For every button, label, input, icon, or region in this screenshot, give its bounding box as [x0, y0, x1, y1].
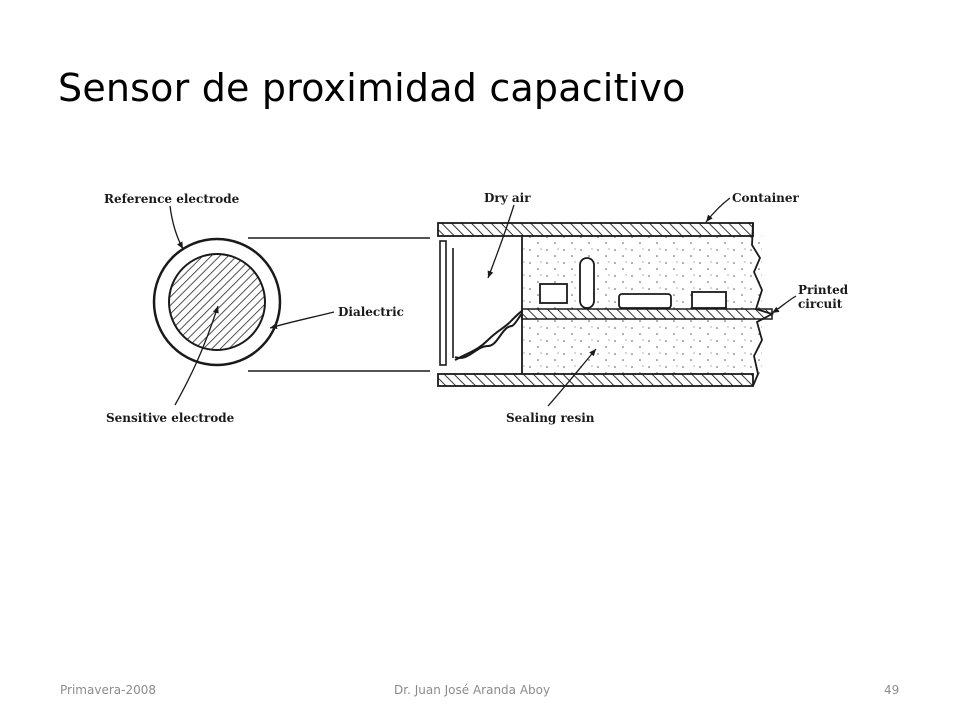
label-sealing-resin: Sealing resin — [506, 411, 595, 425]
leader-dielectric — [269, 311, 335, 329]
label-sensitive-electrode: Sensitive electrode — [106, 411, 235, 425]
label-printed-circuit-line2: circuit — [798, 297, 843, 311]
sensitive-electrode-disc — [168, 253, 266, 351]
sensing-plate — [439, 240, 447, 366]
leader-reference-electrode — [169, 205, 184, 250]
component-chip-small — [539, 283, 568, 304]
slide-title: Sensor de proximidad capacitivo — [58, 66, 686, 110]
leader-sensitive-electrode — [174, 305, 219, 406]
printed-circuit-board — [521, 308, 773, 320]
container-cutaway — [437, 222, 775, 387]
leader-printed-circuit — [771, 295, 797, 314]
container-wall-bottom — [437, 373, 754, 387]
component-upright — [579, 257, 595, 309]
leader-dry-air — [487, 204, 515, 279]
broken-edge — [751, 222, 775, 387]
label-dielectric: Dialectric — [338, 305, 404, 319]
label-reference-electrode: Reference electrode — [104, 192, 240, 206]
label-container: Container — [732, 191, 800, 205]
twisted-wire-b — [454, 313, 523, 359]
footer-page-number: 49 — [884, 683, 900, 697]
leader-container — [705, 197, 731, 223]
leader-sealing-resin — [547, 348, 597, 407]
footer-author: Dr. Juan José Aranda Aboy — [394, 683, 551, 697]
label-dry-air: Dry air — [484, 191, 531, 205]
electrode-cross-section — [152, 237, 282, 367]
container-wall-top — [437, 222, 754, 237]
component-resistor — [618, 293, 672, 309]
component-chip-large — [691, 291, 727, 309]
twisted-wire-a — [454, 310, 523, 361]
label-printed-circuit-line1: Printed — [798, 283, 849, 297]
footer-course: Primavera-2008 — [60, 683, 156, 697]
